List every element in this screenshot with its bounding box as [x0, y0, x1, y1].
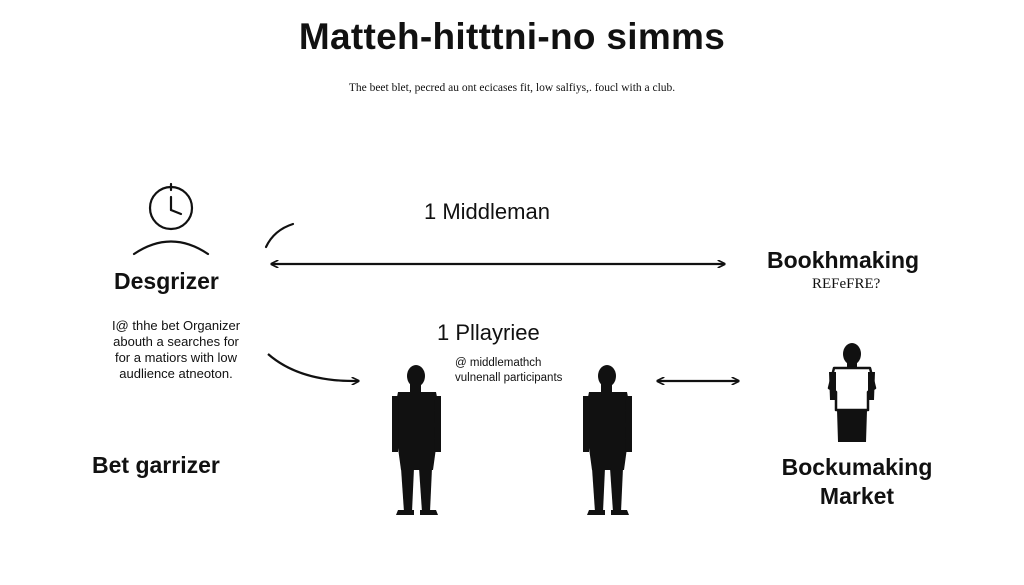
- referee-question-label: REFeFRE?: [812, 276, 881, 292]
- person-silhouette-icon: [583, 365, 632, 515]
- bookmaking-label: Bookhmaking: [767, 247, 920, 273]
- curved-stroke: [264, 222, 295, 249]
- organizer-description-line: audlience atneoton.: [119, 366, 233, 381]
- bet-organizer-label: Bet garrizer: [92, 452, 220, 478]
- clock-person-icon: [132, 182, 210, 256]
- middleman-label: 1 Middleman: [424, 199, 550, 224]
- organizer-description-line: I@ thhe bet Organizer: [111, 318, 241, 333]
- bookmaking-market-line: Bockumaking: [781, 454, 933, 480]
- organizer-description-line: for a matiors with low: [114, 350, 238, 365]
- bookmaking-market-label: Bockumaking Market: [767, 453, 947, 511]
- player-description-line: vulnenall participants: [455, 372, 563, 384]
- player-description: @ middlemathch vulnenall participants: [455, 356, 562, 386]
- bookmaking-market-line: Market: [819, 483, 895, 509]
- person-silhouette-icon: [392, 365, 441, 515]
- player-label: 1 Pllayriee: [437, 320, 540, 345]
- organizer-description-line: abouth a searches for: [113, 334, 239, 349]
- diagram-title: Matteh-hitttni-no simms: [298, 16, 726, 57]
- diagram-subtitle: The beet blet, pecred au ont ecicases fi…: [348, 82, 676, 94]
- referee-icon: [827, 343, 877, 442]
- designer-label: Desgrizer: [114, 268, 219, 294]
- curved-arrow: [267, 353, 358, 381]
- organizer-description: I@ thhe bet Organizer abouth a searches …: [96, 318, 256, 382]
- player-description-line: @ middlemathch: [455, 357, 542, 369]
